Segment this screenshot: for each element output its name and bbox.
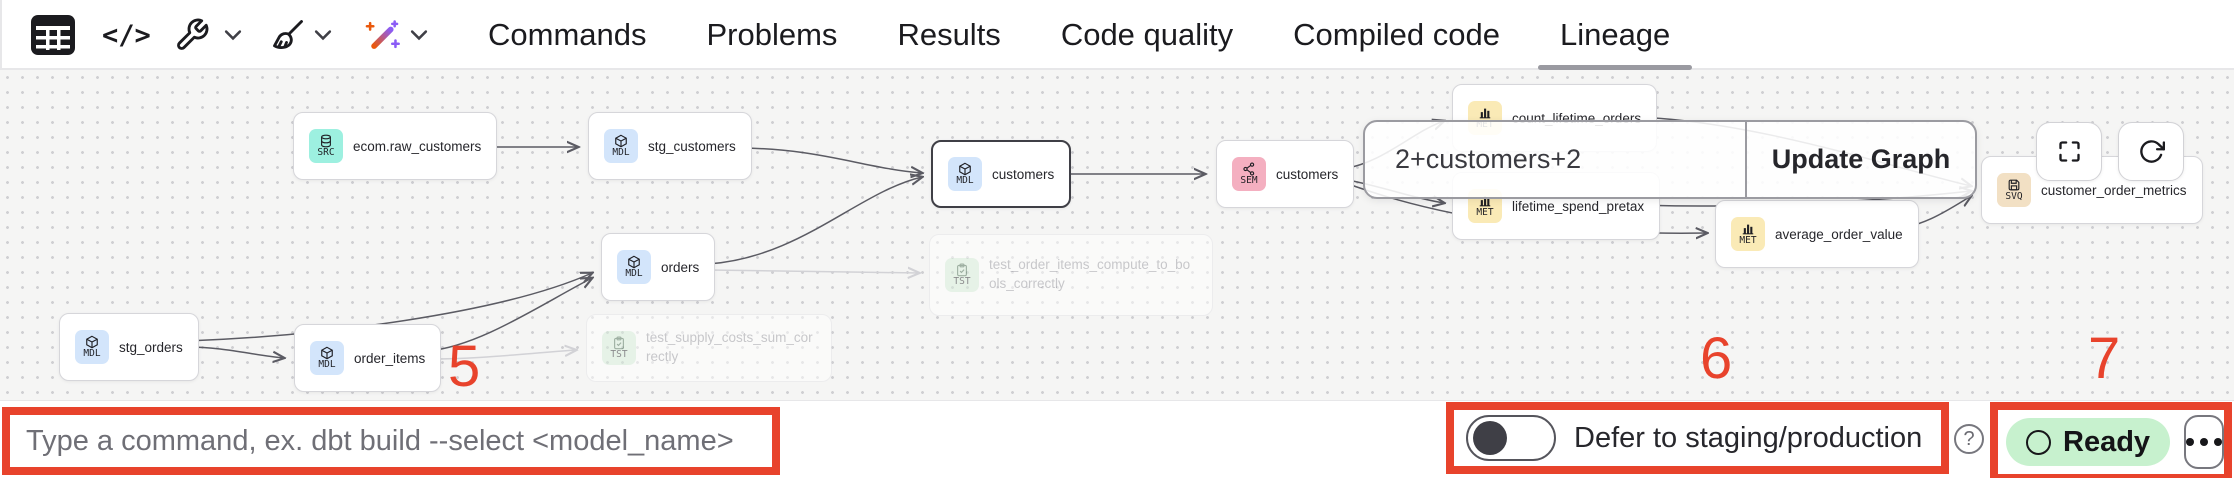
annotation-box-6: Defer to staging/production — [1446, 402, 1949, 474]
command-input[interactable] — [10, 415, 772, 467]
cube-icon — [86, 335, 98, 349]
share-nodes-icon — [1243, 162, 1255, 176]
refresh-icon — [2139, 140, 2165, 163]
cube-icon — [321, 346, 333, 360]
lineage-node-stg-orders[interactable]: MDL stg_orders — [59, 313, 199, 381]
lineage-node-customers-semantic[interactable]: SEM customers — [1216, 140, 1355, 208]
lineage-node-ecom-raw-customers[interactable]: SRC ecom.raw_customers — [293, 112, 498, 180]
annotation-box-5 — [2, 407, 780, 475]
panel-tabs: Commands Problems Results Code quality C… — [462, 0, 1696, 70]
cube-icon — [628, 255, 640, 269]
wrench-dropdown-chevron-icon[interactable] — [222, 13, 244, 57]
node-label: test_supply_costs_sum_correctly — [646, 330, 813, 364]
clipboard-check-icon — [957, 263, 967, 277]
defer-toggle[interactable] — [1466, 415, 1556, 461]
model-badge: MDL — [617, 250, 651, 284]
lineage-canvas[interactable]: SRC ecom.raw_customers MDL stg_customers… — [0, 70, 2234, 400]
lineage-node-orders[interactable]: MDL orders — [601, 233, 716, 301]
node-label: average_order_value — [1775, 226, 1903, 242]
node-label: stg_orders — [119, 339, 183, 355]
cube-icon — [615, 134, 627, 148]
bar-chart-icon — [1742, 224, 1754, 235]
node-label: lifetime_spend_pretax — [1512, 198, 1645, 214]
node-label: ecom.raw_customers — [353, 138, 482, 154]
tab-compiled-code[interactable]: Compiled code — [1293, 17, 1500, 52]
tab-lineage[interactable]: Lineage — [1534, 0, 1696, 70]
tab-code-quality[interactable]: Code quality — [1060, 17, 1234, 52]
ellipsis-icon — [2186, 438, 2223, 446]
model-badge: MDL — [604, 129, 638, 163]
model-badge: MDL — [310, 341, 344, 375]
annotation-number-6: 6 — [1700, 326, 1733, 391]
panel-header: </> Commands Problems — [0, 0, 2234, 70]
annotation-number-5: 5 — [448, 334, 481, 399]
node-label: order_items — [354, 350, 426, 366]
lineage-node-test-order-items[interactable]: TST test_order_items_compute_to_bools_co… — [929, 234, 1213, 316]
bar-chart-icon — [1479, 108, 1491, 119]
annotation-box-7: Ready — [1990, 402, 2232, 478]
fullscreen-button[interactable] — [2036, 122, 2102, 181]
status-circle-icon — [2026, 429, 2051, 455]
help-icon[interactable]: ? — [1954, 424, 1984, 454]
defer-toggle-label: Defer to staging/production — [1574, 421, 1923, 454]
tab-problems[interactable]: Problems — [706, 17, 838, 52]
test-badge: TST — [945, 258, 979, 292]
lineage-selector: 2+customers+2 Update Graph — [1363, 120, 1977, 199]
node-label: test_order_items_compute_to_bools_correc… — [989, 257, 1191, 291]
source-badge: SRC — [309, 129, 343, 163]
wand-dropdown-chevron-icon[interactable] — [408, 13, 430, 57]
model-badge: MDL — [948, 157, 982, 191]
node-label: orders — [661, 259, 700, 275]
database-icon — [321, 134, 331, 148]
node-label: customer_order_metrics — [2041, 182, 2187, 198]
bar-chart-icon — [1479, 196, 1491, 207]
node-label: stg_customers — [648, 138, 736, 154]
node-label: customers — [1276, 166, 1339, 182]
more-options-button[interactable] — [2184, 415, 2225, 469]
metric-badge: MET — [1731, 217, 1765, 251]
lineage-node-order-items[interactable]: MDL order_items — [294, 324, 442, 392]
tab-commands[interactable]: Commands — [488, 17, 647, 52]
cube-icon — [959, 162, 971, 176]
selector-query-input[interactable]: 2+customers+2 — [1365, 122, 1747, 197]
tab-results[interactable]: Results — [897, 17, 1001, 52]
lineage-node-stg-customers[interactable]: MDL stg_customers — [588, 112, 752, 180]
magic-wand-icon[interactable] — [362, 13, 402, 57]
refresh-button[interactable] — [2118, 122, 2184, 181]
update-graph-button[interactable]: Update Graph — [1771, 144, 1951, 174]
model-badge: MDL — [75, 330, 109, 364]
code-icon[interactable]: </> — [102, 19, 151, 51]
clipboard-check-icon — [614, 336, 624, 350]
status-badge[interactable]: Ready — [2006, 418, 2171, 466]
lineage-node-customers-model[interactable]: MDL customers — [931, 140, 1072, 208]
wrench-icon[interactable] — [174, 13, 210, 57]
semantic-model-badge: SEM — [1232, 157, 1266, 191]
broom-icon[interactable] — [270, 13, 306, 57]
fullscreen-icon — [2058, 141, 2080, 162]
saved-query-badge: SVQ — [1997, 173, 2031, 207]
lineage-node-average-order-value[interactable]: MET average_order_value — [1715, 200, 1919, 268]
table-icon[interactable] — [30, 13, 76, 57]
annotation-number-7: 7 — [2088, 326, 2121, 391]
toggle-knob — [1473, 421, 1507, 455]
lineage-node-test-supply-costs[interactable]: TST test_supply_costs_sum_correctly — [586, 314, 832, 382]
test-badge: TST — [602, 331, 636, 365]
node-label: customers — [992, 166, 1055, 182]
status-label: Ready — [2063, 425, 2151, 458]
floppy-disk-icon — [2008, 179, 2020, 191]
broom-dropdown-chevron-icon[interactable] — [312, 13, 334, 57]
